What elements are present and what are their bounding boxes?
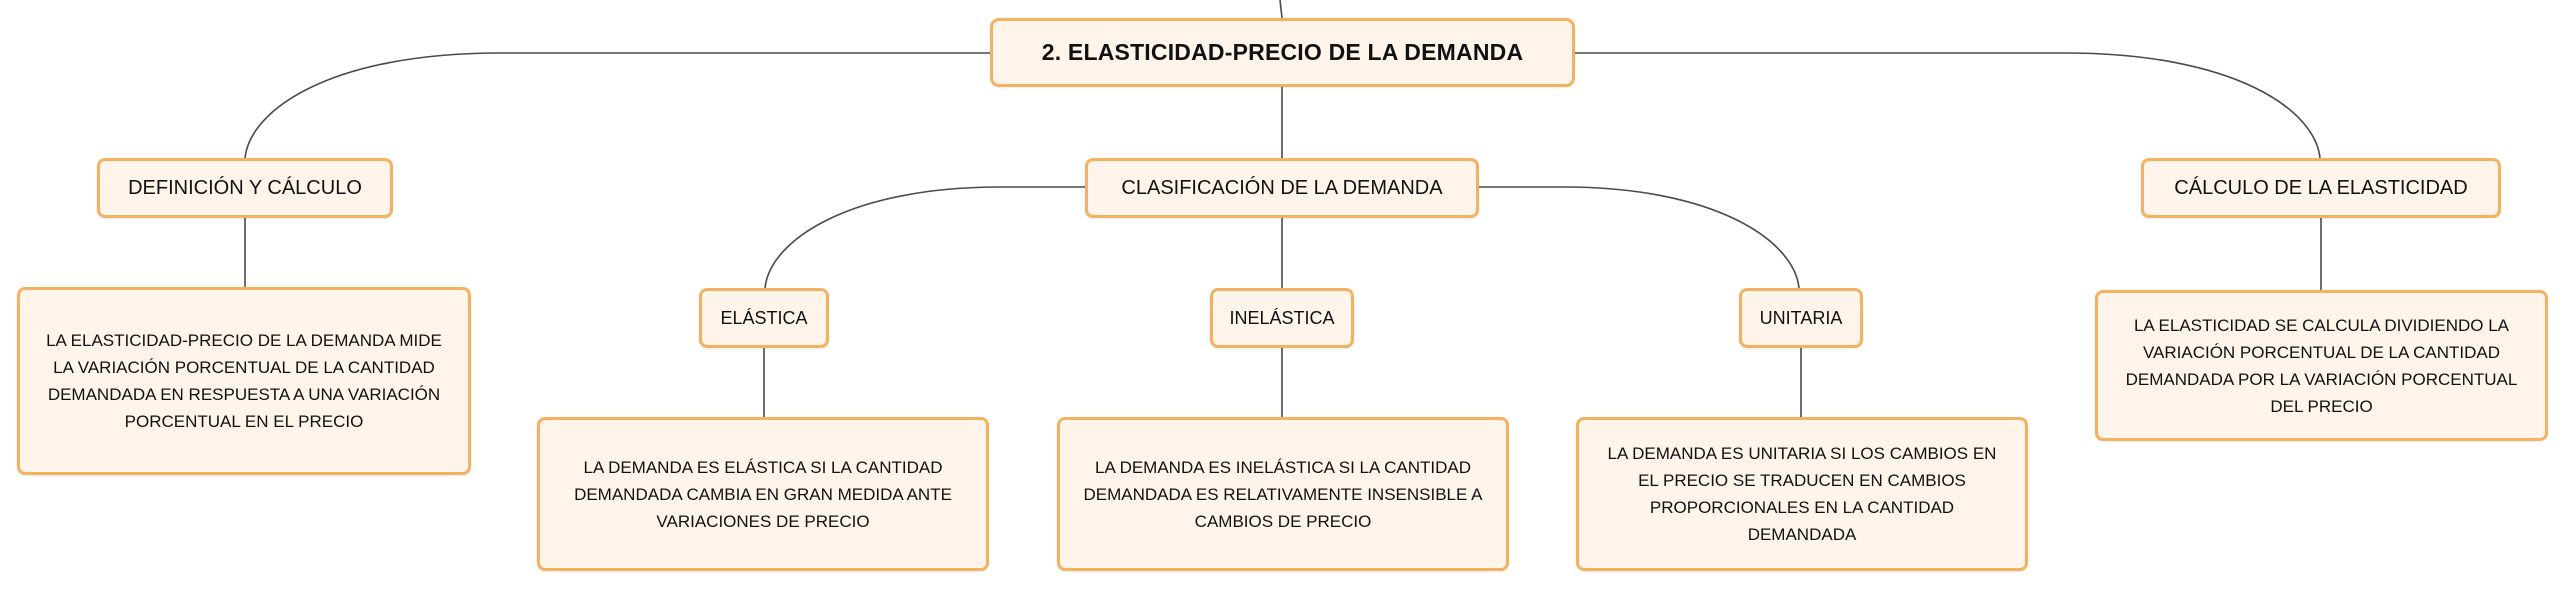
subtopic-inelastica[interactable]: INELÁSTICA [1210,288,1354,348]
connector-root-left [244,52,990,159]
topic-calculo[interactable]: CÁLCULO DE LA ELASTICIDAD [2141,158,2501,218]
connector-center-unitaria [1479,186,1800,289]
connector-root-right [1575,52,2321,159]
calculo-description[interactable]: LA ELASTICIDAD SE CALCULA DIVIDIENDO LA … [2095,290,2548,441]
topic-definicion[interactable]: DEFINICIÓN Y CÁLCULO [97,158,393,218]
connector-center-elastica [764,186,1085,289]
subtopic-elastica[interactable]: ELÁSTICA [699,288,829,348]
subtopic-unitaria[interactable]: UNITARIA [1739,288,1863,348]
root-topic[interactable]: 2. ELASTICIDAD-PRECIO DE LA DEMANDA [990,18,1575,87]
inelastica-description[interactable]: LA DEMANDA ES INELÁSTICA SI LA CANTIDAD … [1057,417,1509,571]
topic-clasificacion[interactable]: CLASIFICACIÓN DE LA DEMANDA [1085,158,1479,218]
connector-root-parent [1279,0,1283,19]
unitaria-description[interactable]: LA DEMANDA ES UNITARIA SI LOS CAMBIOS EN… [1576,417,2028,571]
elastica-description[interactable]: LA DEMANDA ES ELÁSTICA SI LA CANTIDAD DE… [537,417,989,571]
definicion-description[interactable]: LA ELASTICIDAD-PRECIO DE LA DEMANDA MIDE… [17,287,471,475]
